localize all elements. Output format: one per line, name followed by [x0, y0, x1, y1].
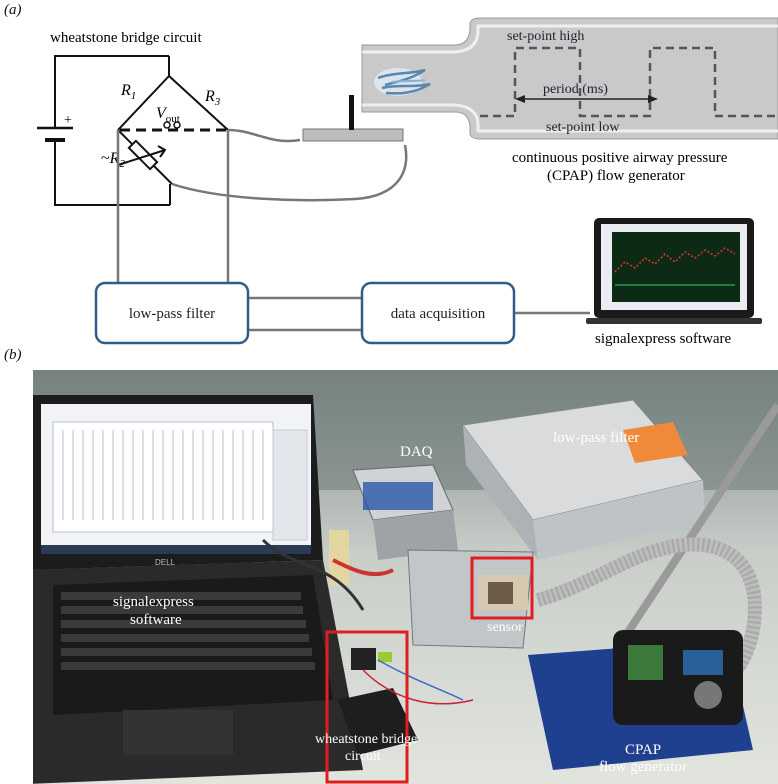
data-acquisition-label: data acquisition: [391, 306, 486, 322]
panel-b-label: (b): [4, 347, 22, 363]
wheatstone-highlight-box: [325, 630, 409, 784]
r1-subscript: 1: [131, 90, 137, 102]
r2-prefix: ~: [101, 150, 110, 167]
period-label: period (ms): [543, 82, 608, 97]
setpoint-waveform: [480, 46, 778, 118]
r2-subscript: 2: [119, 158, 125, 170]
panel-a-label: (a): [4, 2, 22, 18]
daq-label: DAQ: [400, 444, 433, 460]
sensor-plate: [302, 128, 404, 142]
cpap-device-photo: [528, 630, 753, 770]
sensor-photo-label: sensor: [487, 620, 523, 635]
lab-setup-photo: DELL signalexpress software DAQ low-pass…: [33, 370, 778, 784]
r2-label: R: [109, 150, 120, 167]
cpap-photo-label-line2: flow generator: [599, 759, 687, 775]
vout-terminal-right: [173, 121, 181, 129]
laptop-brand: DELL: [155, 558, 176, 567]
signal-wires: [116, 128, 590, 332]
battery-plus-sign: +: [64, 113, 72, 128]
data-acquisition-box: [360, 281, 516, 345]
sensor-element: [349, 95, 354, 130]
setpoint-low-label: set-point low: [546, 120, 620, 135]
cpap-caption-line2: (CPAP) flow generator: [547, 168, 685, 184]
variable-resistor-r2: [117, 139, 167, 171]
laptop-photo: [33, 395, 363, 784]
svg-text:R1: R1: [120, 82, 136, 102]
r1-label: R: [120, 82, 131, 99]
r3-subscript: 3: [214, 96, 221, 108]
svg-text:Vout: Vout: [156, 105, 180, 125]
setpoint-high-label: set-point high: [507, 29, 584, 44]
low-pass-filter-photo-label: low-pass filter: [553, 430, 639, 446]
cpap-caption-line1: continuous positive airway pressure: [512, 150, 728, 166]
vout-label: V: [156, 105, 168, 122]
sensor-highlight-box: [470, 556, 534, 620]
sensor-photo: [478, 575, 528, 610]
wheatstone-board-photo: [338, 648, 474, 755]
signalexpress-label: signalexpress software: [595, 331, 732, 347]
wheatstone-photo-label-line1: wheatstone bridge: [315, 732, 417, 747]
svg-text:R3: R3: [204, 88, 221, 108]
panel-a-diagram: wheatstone bridge circuit R1 R3 Vout ~R2…: [37, 17, 778, 347]
laptop-icon: [586, 218, 762, 324]
cpap-photo-label-line1: CPAP: [625, 742, 661, 758]
svg-text:~R2: ~R2: [101, 150, 125, 170]
airflow-icon: [374, 68, 431, 96]
daq-device-photo: [352, 464, 458, 560]
low-pass-filter-photo: [462, 399, 705, 560]
r3-label: R: [204, 88, 215, 105]
vout-subscript: out: [166, 113, 180, 125]
vout-terminal-left: [163, 121, 171, 129]
circuit-title: wheatstone bridge circuit: [50, 30, 202, 46]
low-pass-filter-label: low-pass filter: [129, 306, 215, 322]
laptop-software-line2: software: [130, 612, 182, 628]
laptop-software-line1: signalexpress: [113, 594, 194, 610]
wheatstone-photo-label-line2: circuit: [345, 749, 381, 764]
low-pass-filter-box: [94, 281, 250, 345]
period-arrow: [515, 95, 658, 103]
